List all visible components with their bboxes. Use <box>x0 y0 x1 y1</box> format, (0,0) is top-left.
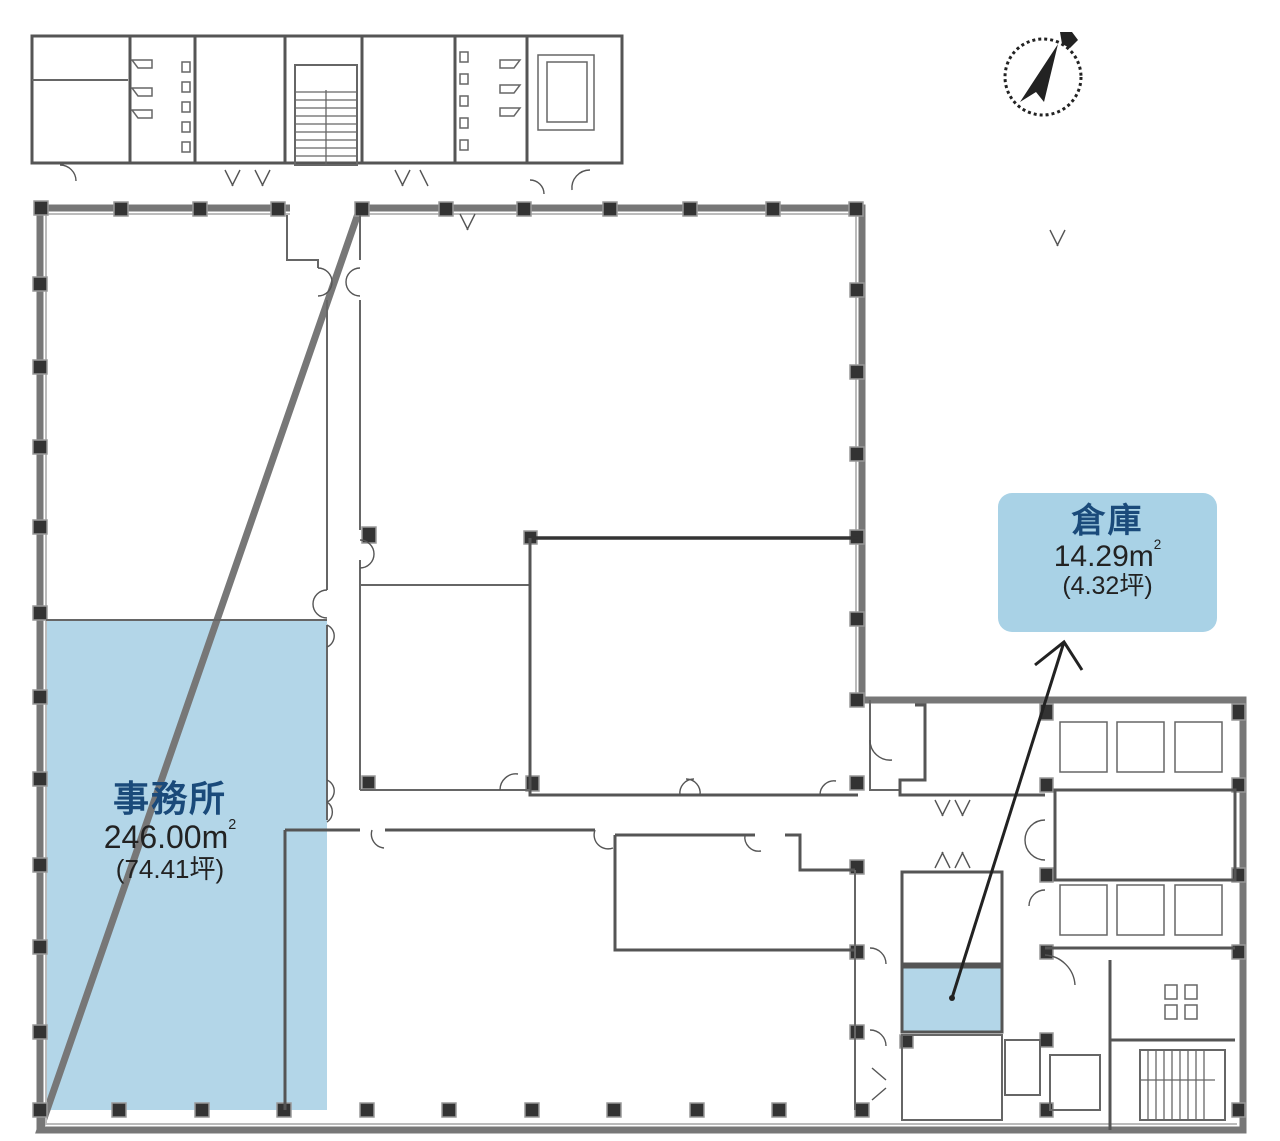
office-name: 事務所 <box>112 779 227 820</box>
office-area-sqm: 246.00m2 <box>103 816 237 855</box>
elevator-bank <box>1045 721 1237 950</box>
office-area-label: 事務所 246.00m2 (74.41坪) <box>60 780 280 883</box>
stair-icon <box>1139 1049 1226 1121</box>
interior-walls <box>46 215 1237 1130</box>
stair-icon <box>294 64 358 166</box>
storage-name: 倉庫 <box>1071 501 1144 541</box>
storage-area-label: 倉庫 14.29m2 (4.32坪) <box>998 501 1217 601</box>
storage-area-sqm: 14.29m2 <box>1053 537 1162 574</box>
storage-leader-arrow <box>949 639 1084 1001</box>
office-area-tsubo: (74.41坪) <box>115 853 225 884</box>
doors <box>312 213 1076 1101</box>
storage-callout-box: 倉庫 14.29m2 (4.32坪) <box>998 493 1217 632</box>
top-core <box>30 34 624 195</box>
storage-area-tsubo: (4.32坪) <box>1062 572 1153 601</box>
structural-columns <box>32 200 1246 1118</box>
office-area-highlight-lower[interactable] <box>45 825 285 1110</box>
toilet-fixtures <box>1164 984 1198 1020</box>
north-arrow-compass-icon <box>1003 32 1083 117</box>
